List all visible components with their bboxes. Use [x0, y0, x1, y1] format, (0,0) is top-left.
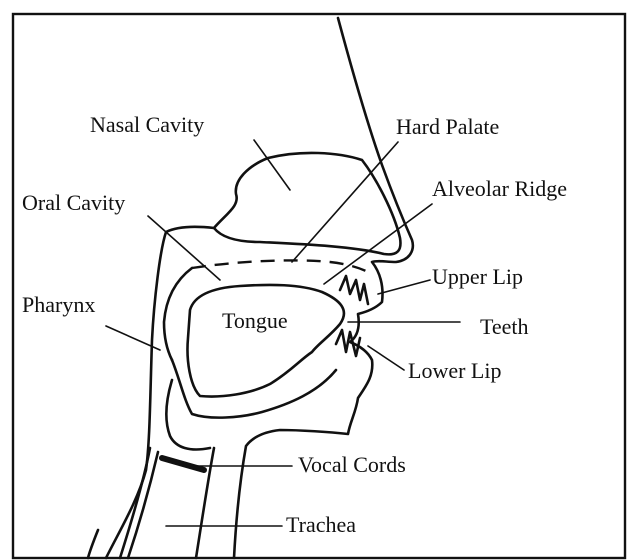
label-teeth: Teeth	[480, 314, 529, 339]
hard-palate-leader	[292, 142, 398, 262]
label-nasal-cavity: Nasal Cavity	[90, 112, 204, 137]
larynx-front-wall	[166, 380, 210, 450]
label-hard-palate: Hard Palate	[396, 114, 499, 139]
label-upper-lip: Upper Lip	[432, 264, 523, 289]
label-alveolar-ridge: Alveolar Ridge	[432, 176, 567, 201]
vocal-cords-shape	[162, 458, 204, 470]
label-pharynx: Pharynx	[22, 292, 95, 317]
label-oral-cavity: Oral Cavity	[22, 190, 125, 215]
label-trachea: Trachea	[286, 512, 356, 537]
upper-teeth-shape	[340, 276, 368, 304]
nasal-cavity-leader	[254, 140, 290, 190]
face-profile-outline	[234, 18, 413, 558]
upper-lip-leader	[378, 280, 430, 294]
tongue-outline	[188, 285, 344, 397]
label-lower-lip: Lower Lip	[408, 358, 501, 383]
label-vocal-cords: Vocal Cords	[298, 452, 406, 477]
jaw-floor-outline	[172, 360, 336, 418]
trachea-front-wall	[196, 448, 214, 558]
esophagus-wall	[88, 530, 98, 558]
nasal-cavity-outline	[214, 153, 400, 254]
label-tongue: Tongue	[222, 308, 288, 333]
